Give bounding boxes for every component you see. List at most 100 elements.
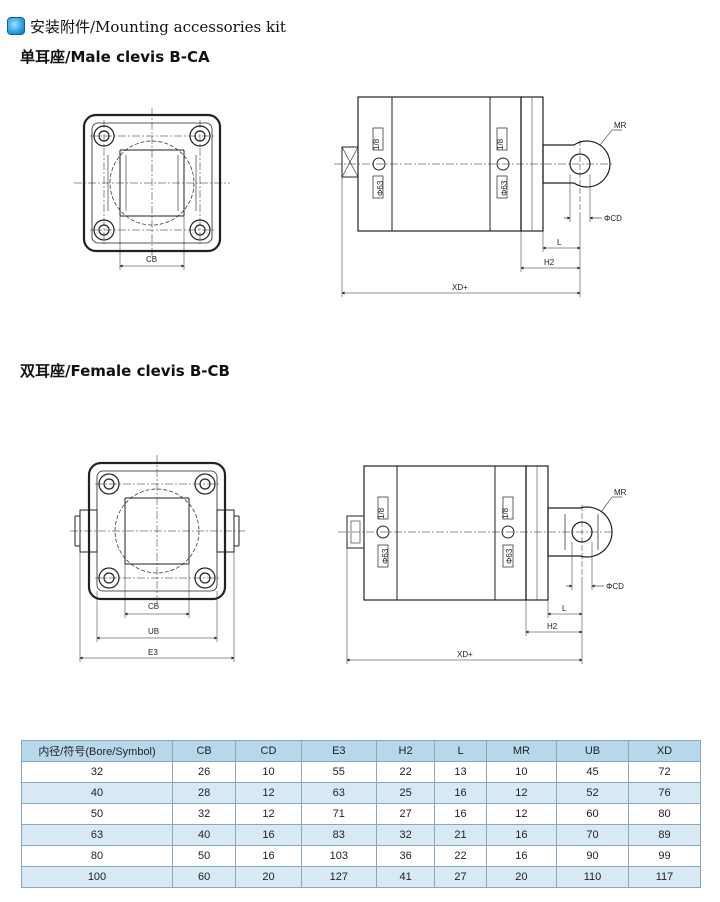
cell: 10 bbox=[485, 761, 558, 783]
cell: 16 bbox=[485, 845, 558, 867]
col-header-ub: UB bbox=[556, 740, 629, 762]
cell: 80 bbox=[21, 845, 173, 867]
technical-drawings: CB 1/8 1/8 Φ63 Φ63 M bbox=[70, 96, 627, 664]
cell: 55 bbox=[300, 761, 377, 783]
cell: 12 bbox=[235, 782, 302, 804]
cell: 127 bbox=[300, 866, 377, 888]
cell: 40 bbox=[21, 782, 173, 804]
port-label-4: 1/8 bbox=[501, 507, 510, 519]
page-header: 安装附件/Mounting accessories kit bbox=[8, 14, 286, 38]
dim-l: L bbox=[557, 238, 562, 247]
dim-e3: E3 bbox=[148, 648, 158, 657]
cell: 50 bbox=[21, 803, 173, 825]
male-clevis-title: 单耳座/Male clevis B-CA bbox=[20, 48, 210, 66]
cell: 117 bbox=[627, 866, 702, 888]
female-clevis-front-view bbox=[70, 455, 245, 662]
cell: 63 bbox=[300, 782, 377, 804]
male-clevis-front-view bbox=[74, 108, 230, 270]
cell: 13 bbox=[434, 761, 487, 783]
cell: 12 bbox=[485, 782, 558, 804]
section-bullet-icon bbox=[8, 18, 24, 34]
dim-cb: CB bbox=[146, 255, 157, 264]
cell: 71 bbox=[300, 803, 377, 825]
cell: 12 bbox=[235, 803, 302, 825]
dim-xd: XD+ bbox=[452, 283, 468, 292]
cell: 89 bbox=[627, 824, 702, 846]
cell: 60 bbox=[556, 803, 629, 825]
cell: 83 bbox=[300, 824, 377, 846]
cell: 25 bbox=[375, 782, 436, 804]
port-label-2: 1/8 bbox=[496, 138, 505, 150]
cell: 27 bbox=[434, 866, 487, 888]
phi-label-3: Φ63 bbox=[381, 548, 390, 564]
cell: 26 bbox=[171, 761, 237, 783]
cell: 16 bbox=[485, 824, 558, 846]
dim-mr: MR bbox=[614, 121, 627, 130]
cell: 32 bbox=[21, 761, 173, 783]
cell: 16 bbox=[235, 845, 302, 867]
cell: 50 bbox=[171, 845, 237, 867]
port-label-1: 1/8 bbox=[372, 138, 381, 150]
cell: 72 bbox=[627, 761, 702, 783]
col-header-e3: E3 bbox=[300, 740, 377, 762]
female-clevis-title: 双耳座/Female clevis B-CB bbox=[20, 362, 230, 380]
cell: 70 bbox=[556, 824, 629, 846]
col-header-mr: MR bbox=[485, 740, 558, 762]
col-header-cd: CD bbox=[235, 740, 302, 762]
col-header-h2: H2 bbox=[375, 740, 436, 762]
phi-label-2: Φ63 bbox=[500, 180, 509, 196]
col-header-bore: 内径/符号(Bore/Symbol) bbox=[21, 740, 173, 762]
dimension-table: 内径/符号(Bore/Symbol) CB CD E3 H2 L MR UB X… bbox=[21, 740, 702, 888]
male-clevis-side-view bbox=[334, 96, 622, 297]
port-label-3: 1/8 bbox=[377, 507, 386, 519]
cell: 10 bbox=[235, 761, 302, 783]
phi-label-1: Φ63 bbox=[376, 180, 385, 196]
dim-h2-female: H2 bbox=[547, 622, 558, 631]
cell: 63 bbox=[21, 824, 173, 846]
cell: 110 bbox=[556, 866, 629, 888]
dim-h2: H2 bbox=[544, 258, 555, 267]
cell: 16 bbox=[434, 782, 487, 804]
cell: 22 bbox=[375, 761, 436, 783]
dim-l-female: L bbox=[562, 604, 567, 613]
col-header-cb: CB bbox=[171, 740, 237, 762]
page-title: 安装附件/Mounting accessories kit bbox=[30, 17, 286, 36]
female-clevis-side-view bbox=[338, 465, 622, 664]
cell: 45 bbox=[556, 761, 629, 783]
cell: 103 bbox=[300, 845, 377, 867]
cell: 32 bbox=[171, 803, 237, 825]
cell: 52 bbox=[556, 782, 629, 804]
dim-ub: UB bbox=[148, 627, 159, 636]
phi-label-4: Φ63 bbox=[505, 548, 514, 564]
cell: 60 bbox=[171, 866, 237, 888]
cell: 27 bbox=[375, 803, 436, 825]
cell: 21 bbox=[434, 824, 487, 846]
cell: 41 bbox=[375, 866, 436, 888]
table-header-row: 内径/符号(Bore/Symbol) CB CD E3 H2 L MR UB X… bbox=[21, 740, 702, 762]
cell: 16 bbox=[235, 824, 302, 846]
dim-cd-female: ΦCD bbox=[606, 582, 624, 591]
cell: 36 bbox=[375, 845, 436, 867]
cell: 32 bbox=[375, 824, 436, 846]
dim-mr-female: MR bbox=[614, 488, 627, 497]
dim-cb-female: CB bbox=[148, 602, 159, 611]
cell: 12 bbox=[485, 803, 558, 825]
cell: 99 bbox=[627, 845, 702, 867]
col-header-xd: XD bbox=[627, 740, 702, 762]
cell: 20 bbox=[235, 866, 302, 888]
cell: 76 bbox=[627, 782, 702, 804]
cell: 100 bbox=[21, 866, 173, 888]
dim-cd: ΦCD bbox=[604, 214, 622, 223]
cell: 40 bbox=[171, 824, 237, 846]
cell: 16 bbox=[434, 803, 487, 825]
cell: 90 bbox=[556, 845, 629, 867]
cell: 28 bbox=[171, 782, 237, 804]
dim-xd-female: XD+ bbox=[457, 650, 473, 659]
cell: 80 bbox=[627, 803, 702, 825]
